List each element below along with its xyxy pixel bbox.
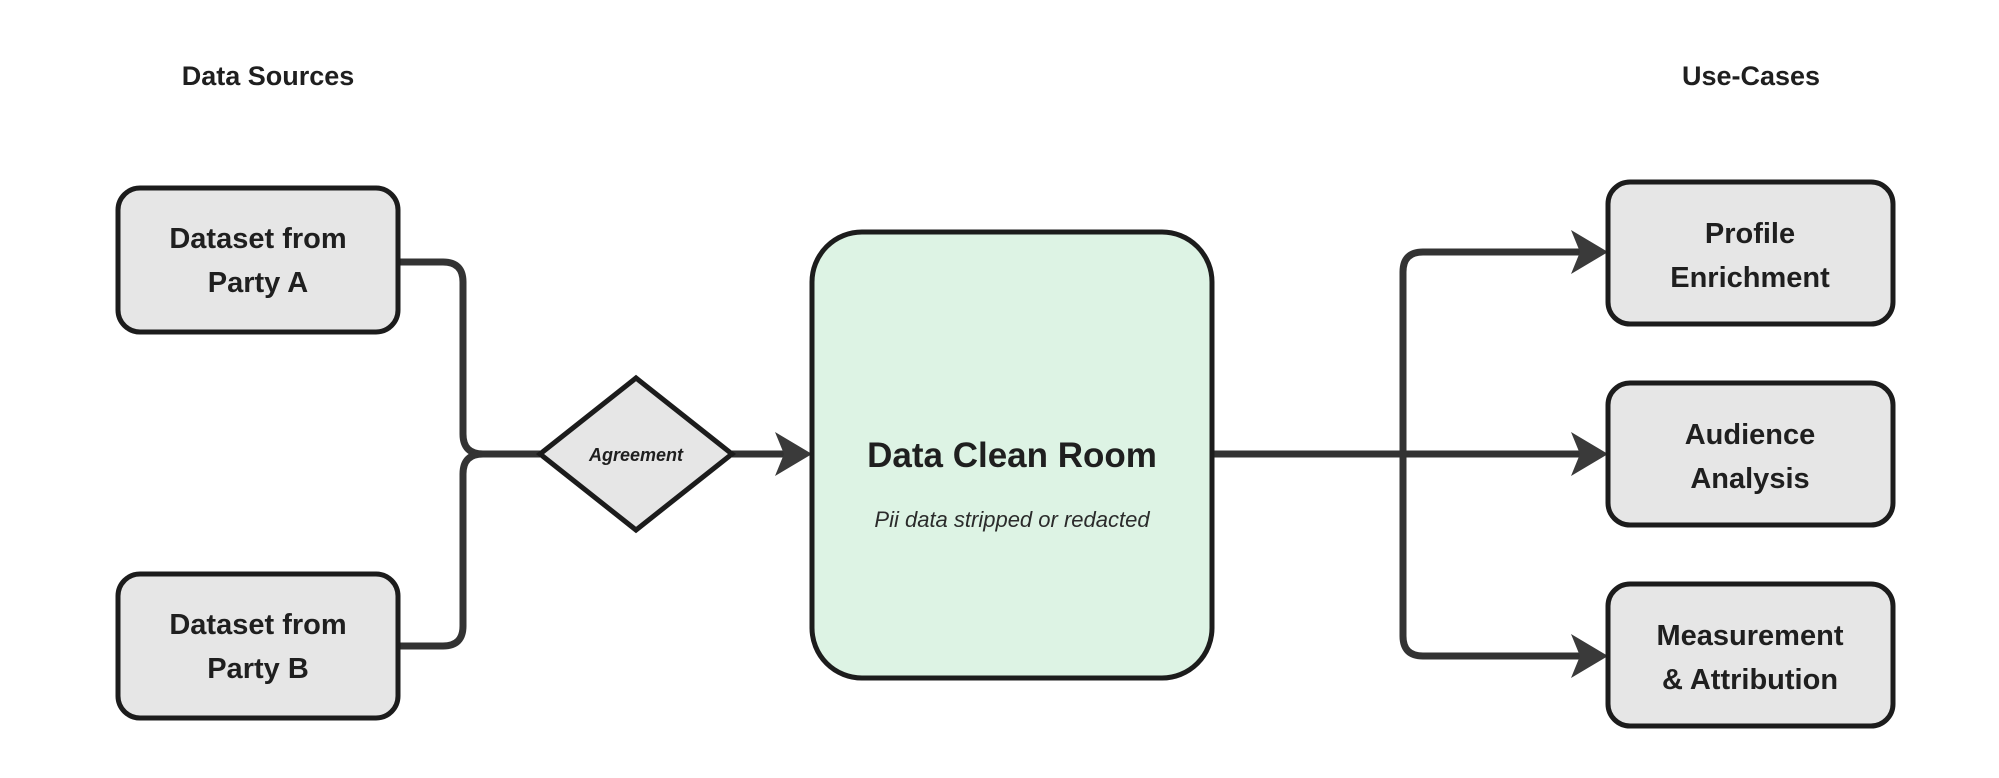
column-header-use-cases: Use-Cases: [1682, 61, 1820, 91]
node-audience-analysis[interactable]: Audience Analysis: [1605, 380, 1896, 528]
node-dataset-party-a[interactable]: Dataset from Party A: [115, 185, 401, 335]
node-data-clean-room[interactable]: Data Clean Room Pii data stripped or red…: [809, 229, 1215, 681]
dataset-party-a-shape[interactable]: [115, 185, 401, 335]
profile-enrichment-label-line2: Enrichment: [1670, 262, 1830, 294]
edge-group-left: [398, 258, 812, 650]
edge-clean-room-to-profile-enrichment: [1399, 248, 1590, 455]
edge-party-b-to-agreement: [398, 450, 540, 650]
arrow-head-icon-measurement-attribution: [1571, 634, 1608, 678]
audience-analysis-label-line2: Analysis: [1690, 463, 1809, 495]
column-header-data-sources: Data Sources: [182, 61, 355, 91]
data-clean-room-title: Data Clean Room: [867, 436, 1157, 475]
dataset-party-b-label-line2: Party B: [207, 653, 309, 685]
measurement-attribution-label-line2: & Attribution: [1662, 664, 1838, 696]
edge-group-right: [1212, 230, 1608, 678]
profile-enrichment-shape[interactable]: [1605, 179, 1896, 327]
data-clean-room-shape[interactable]: [809, 229, 1215, 681]
profile-enrichment-label-line1: Profile: [1705, 218, 1795, 250]
data-clean-room-subtitle: Pii data stripped or redacted: [874, 507, 1150, 532]
audience-analysis-label-line1: Audience: [1685, 419, 1816, 451]
measurement-attribution-shape[interactable]: [1605, 581, 1896, 729]
audience-analysis-shape[interactable]: [1605, 380, 1896, 528]
agreement-label: Agreement: [588, 445, 684, 465]
node-agreement-gate[interactable]: Agreement: [535, 374, 737, 534]
node-profile-enrichment[interactable]: Profile Enrichment: [1605, 179, 1896, 327]
node-dataset-party-b[interactable]: Dataset from Party B: [115, 571, 401, 721]
measurement-attribution-label-line1: Measurement: [1657, 620, 1844, 652]
dataset-party-a-label-line2: Party A: [208, 267, 309, 299]
dataset-party-b-label-line1: Dataset from: [169, 609, 346, 641]
edge-clean-room-to-measurement-attribution: [1399, 453, 1590, 660]
dataset-party-b-shape[interactable]: [115, 571, 401, 721]
edge-party-a-to-agreement: [398, 258, 540, 458]
agreement-diamond-shape[interactable]: [535, 374, 737, 534]
node-measurement-attribution[interactable]: Measurement & Attribution: [1605, 581, 1896, 729]
dataset-party-a-label-line1: Dataset from: [169, 223, 346, 255]
arrow-head-icon-agreement-to-clean-room: [775, 432, 812, 476]
arrow-head-icon-audience-analysis: [1571, 432, 1608, 476]
arrow-head-icon-profile-enrichment: [1571, 230, 1608, 274]
